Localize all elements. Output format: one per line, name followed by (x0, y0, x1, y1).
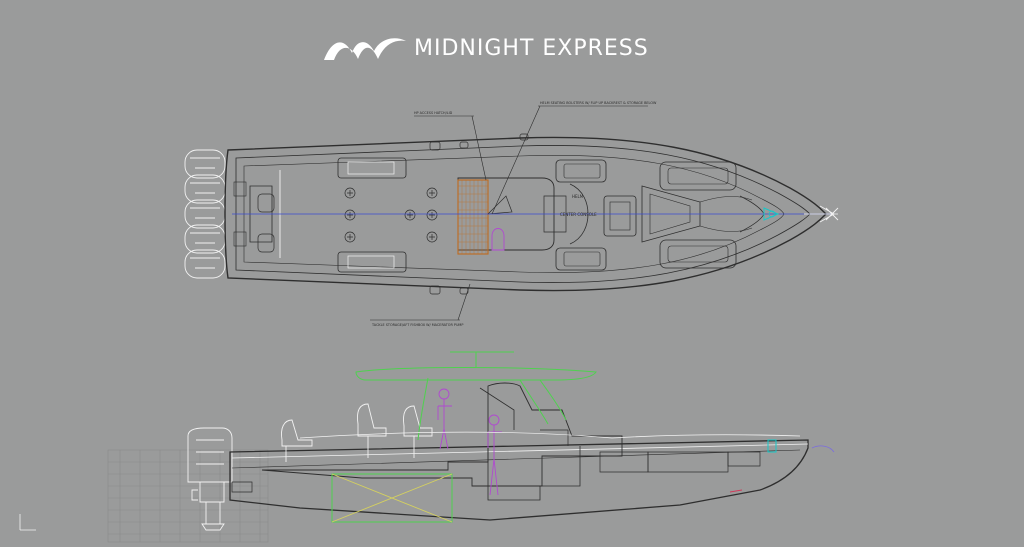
fish-box-profile (331, 473, 453, 523)
brand-name: MIDNIGHT EXPRESS (414, 35, 649, 61)
console-helm-label: HELM (572, 194, 584, 199)
bow-fittings-plan (763, 205, 839, 223)
figures-profile (437, 388, 502, 496)
callout-fishbox-label: TACKLE STORAGE/AFT FISHBOX W/ MACERATOR … (371, 323, 463, 327)
seats-profile (281, 403, 433, 462)
hardtop-profile (355, 351, 597, 441)
axis-indicator (19, 514, 36, 531)
console-sub-label: CENTER CONSOLE (560, 212, 597, 217)
outboard-engine-profile (187, 427, 233, 531)
plan-view (184, 105, 839, 321)
bow-light-icon (767, 439, 777, 453)
brand-header: MIDNIGHT EXPRESS (322, 30, 649, 66)
deck-fittings (344, 133, 529, 295)
m-wave-logo-icon (324, 38, 406, 61)
outboard-engines-plan (184, 149, 226, 279)
hull-outline-profile (229, 439, 809, 521)
callout-leaders (370, 105, 648, 321)
callout-seating-label: HELM SEATING BOLSTERS W/ FLIP UP BACKRES… (540, 101, 657, 105)
profile-view (19, 351, 835, 543)
center-console-plan (457, 177, 589, 255)
callout-hatch-label: HP ACCESS HATCH/LID (414, 111, 453, 115)
hull-outline-plan (224, 136, 827, 292)
